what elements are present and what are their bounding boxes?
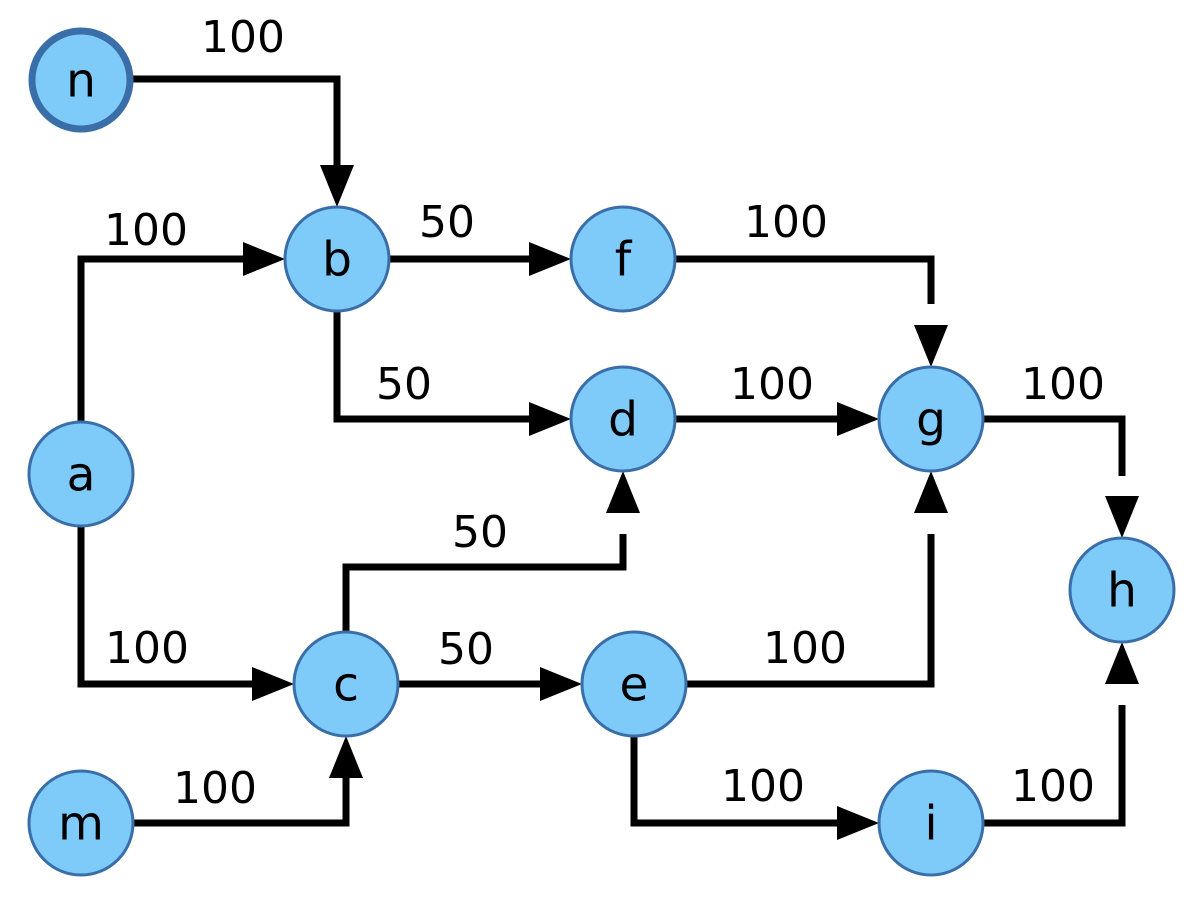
edge-weight-label-i-h: 100: [1011, 761, 1095, 812]
arrow-head-icon: [252, 667, 294, 701]
node-circle-b: [283, 205, 391, 313]
arrow-head-icon: [243, 242, 285, 276]
edge-weight-label-a-c: 100: [105, 623, 189, 674]
arrow-head-icon: [837, 806, 879, 840]
edge-line-n-b: [131, 75, 341, 185]
node-n[interactable]: n: [28, 27, 134, 133]
edge-weight-label-g-h: 100: [1021, 359, 1105, 410]
node-circle-h: [1068, 536, 1176, 644]
node-circle-i: [877, 769, 985, 877]
node-circle-f: [569, 205, 677, 313]
arrow-head-icon: [540, 667, 582, 701]
edge-line-f-g: [675, 255, 935, 304]
node-circle-g: [877, 365, 985, 473]
node-d[interactable]: d: [569, 365, 677, 473]
node-label-c: c: [333, 658, 359, 713]
edge-weight-label-d-g: 100: [730, 359, 814, 410]
edge-m-c[interactable]: 100: [133, 736, 363, 827]
node-label-e: e: [620, 658, 649, 713]
node-circle-c: [292, 630, 400, 738]
arrow-head-icon: [529, 402, 571, 436]
edge-g-h[interactable]: 100: [983, 359, 1139, 538]
edge-weight-label-c-e: 50: [438, 624, 494, 675]
edge-c-e[interactable]: 50: [398, 624, 582, 701]
node-circle-n: [28, 27, 134, 133]
edge-e-i[interactable]: 100: [630, 736, 879, 840]
node-b[interactable]: b: [283, 205, 391, 313]
arrow-head-icon: [529, 242, 571, 276]
node-a[interactable]: a: [27, 420, 135, 528]
arrow-head-icon: [320, 165, 354, 207]
arrow-head-icon: [1105, 496, 1139, 538]
edge-weight-label-b-d: 50: [376, 359, 432, 410]
edge-weight-label-n-b: 100: [201, 12, 285, 63]
edge-e-g[interactable]: 100: [686, 471, 948, 688]
edge-d-g[interactable]: 100: [675, 359, 879, 436]
edge-line-a-b: [77, 255, 248, 422]
edge-weight-label-f-g: 100: [744, 197, 828, 248]
node-label-d: d: [608, 393, 638, 448]
arrow-head-icon: [1105, 642, 1139, 684]
edge-i-h[interactable]: 100: [983, 642, 1139, 827]
node-label-a: a: [67, 448, 96, 503]
edge-line-a-c: [77, 526, 257, 688]
edge-a-c[interactable]: 100: [77, 526, 294, 701]
node-circle-a: [27, 420, 135, 528]
node-m[interactable]: m: [27, 769, 135, 877]
edge-a-b[interactable]: 100: [77, 205, 285, 422]
node-label-n: n: [66, 54, 96, 109]
edge-weight-label-e-g: 100: [763, 623, 847, 674]
node-circle-m: [27, 769, 135, 877]
node-circle-e: [580, 630, 688, 738]
arrow-head-icon: [914, 471, 948, 513]
edge-c-d[interactable]: 50: [342, 471, 640, 632]
node-circle-d: [569, 365, 677, 473]
arrow-head-icon: [329, 736, 363, 778]
node-label-m: m: [58, 797, 104, 852]
edge-b-d[interactable]: 50: [333, 311, 571, 436]
edge-line-e-g: [686, 534, 935, 688]
nodes-layer: n b f a d g h c e m i: [27, 27, 1176, 877]
edges-layer: 100 100 50 50 100 100 100 50 100 50 100 100 100 100: [77, 12, 1139, 840]
node-h[interactable]: h: [1068, 536, 1176, 644]
edge-line-i-h: [983, 705, 1126, 827]
node-c[interactable]: c: [292, 630, 400, 738]
edge-weight-label-b-f: 50: [419, 197, 475, 248]
arrow-head-icon: [914, 325, 948, 367]
edge-f-g[interactable]: 100: [675, 197, 948, 367]
edge-line-c-d: [342, 534, 627, 632]
node-label-b: b: [322, 233, 352, 288]
edge-line-m-c: [133, 773, 350, 827]
edge-weight-label-a-b: 100: [104, 205, 188, 256]
edge-n-b[interactable]: 100: [131, 12, 354, 207]
edge-weight-label-c-d: 50: [452, 507, 508, 558]
edge-line-e-i: [630, 736, 842, 827]
node-label-f: f: [615, 233, 633, 288]
node-label-g: g: [916, 393, 946, 448]
node-i[interactable]: i: [877, 769, 985, 877]
edge-weight-label-e-i: 100: [721, 761, 805, 812]
node-g[interactable]: g: [877, 365, 985, 473]
edge-line-g-h: [983, 415, 1126, 476]
node-label-i: i: [924, 797, 937, 852]
edge-weight-label-m-c: 100: [173, 763, 257, 814]
node-f[interactable]: f: [569, 205, 677, 313]
arrow-head-icon: [837, 402, 879, 436]
edge-b-f[interactable]: 50: [389, 197, 571, 276]
node-e[interactable]: e: [580, 630, 688, 738]
arrow-head-icon: [606, 471, 640, 513]
edge-line-b-d: [333, 311, 534, 423]
node-label-h: h: [1107, 564, 1137, 619]
